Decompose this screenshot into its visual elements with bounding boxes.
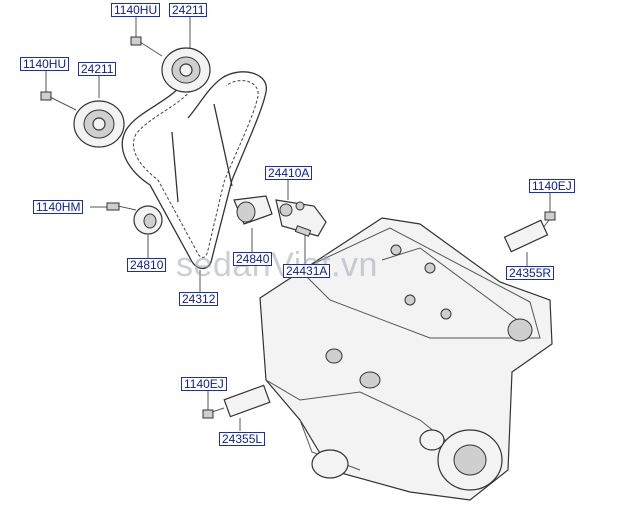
callout-tensioner-bolt[interactable]: 24431A (283, 264, 331, 278)
tensioner-arm (233, 195, 273, 225)
camshaft-sprocket-top (161, 47, 211, 93)
engine-block (259, 217, 553, 501)
callout-idler-pulley[interactable]: 24810 (127, 258, 167, 272)
timing-belt (121, 71, 267, 270)
callout-tensioner-arm[interactable]: 24840 (233, 252, 273, 266)
callout-ocv-left-bolt[interactable]: 1140EJ (181, 377, 227, 391)
callout-oil-control-valve-right[interactable]: 24355R (506, 266, 555, 280)
callout-auto-tensioner[interactable]: 24410A (265, 166, 313, 180)
callout-camshaft-sprocket-left[interactable]: 24211 (78, 62, 117, 76)
callout-oil-control-valve-left[interactable]: 24355L (219, 432, 266, 446)
callout-ocv-right-bolt[interactable]: 1140EJ (529, 179, 575, 193)
idler-pulley (106, 202, 163, 235)
camshaft-sprocket-left (73, 100, 125, 148)
bolt-top-sprocket (130, 36, 163, 57)
bolt-left-sprocket (40, 91, 77, 111)
leader-lines (45, 16, 551, 431)
callout-bolt-left-sprocket[interactable]: 1140HU (20, 57, 70, 71)
callout-timing-belt[interactable]: 24312 (179, 292, 219, 306)
oil-control-valve-right (503, 211, 556, 253)
callout-camshaft-sprocket-top[interactable]: 24211 (169, 3, 208, 17)
oil-control-valve-left (202, 384, 271, 419)
callout-idler-bolt[interactable]: 1140HM (33, 200, 84, 214)
callout-bolt-top-sprocket[interactable]: 1140HU (111, 3, 161, 17)
auto-tensioner (275, 199, 327, 237)
